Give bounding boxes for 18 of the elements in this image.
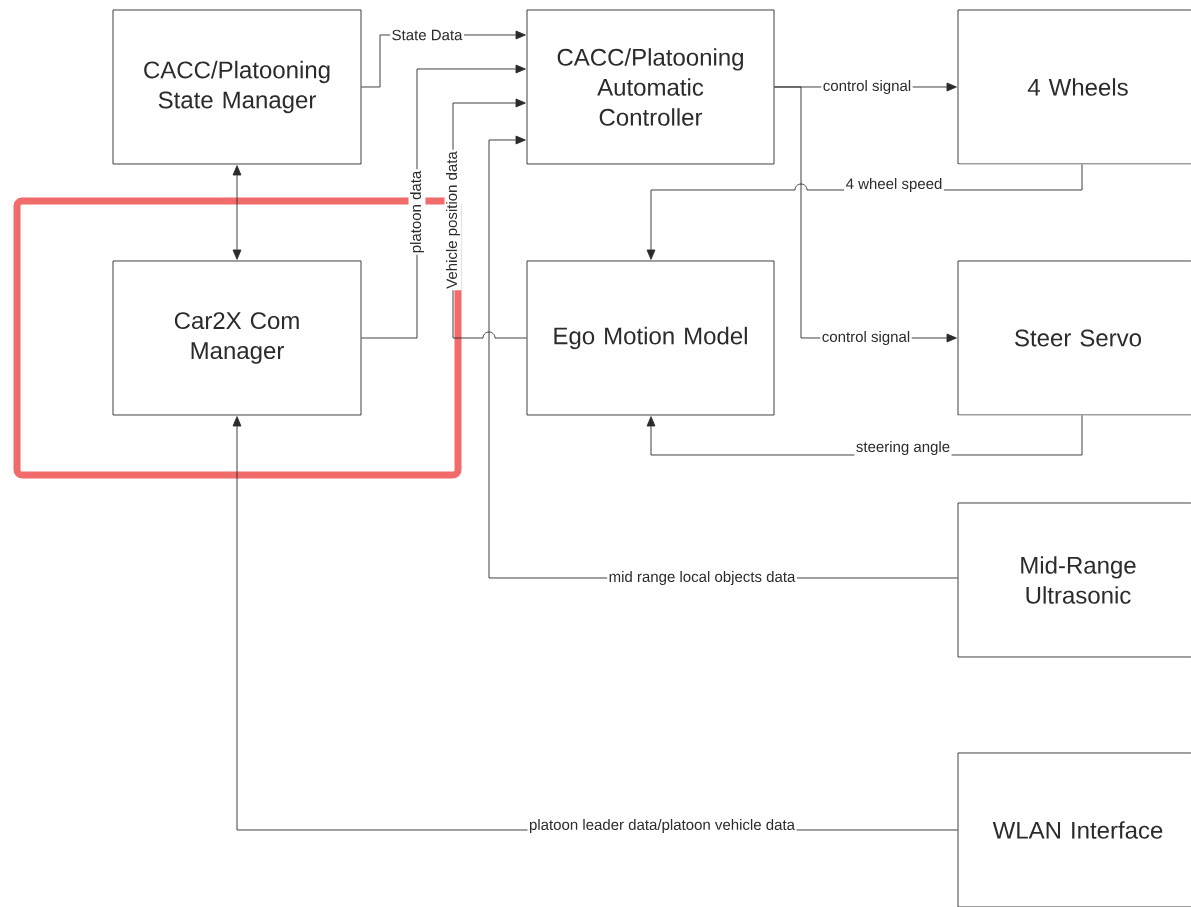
block-box: Ego Motion Model: [526, 260, 775, 416]
edge-label: Vehicle position data: [444, 149, 462, 291]
block-box: Mid-Range Ultrasonic: [957, 502, 1191, 658]
block-box: WLAN Interface: [957, 752, 1191, 907]
edge-label: State Data: [390, 28, 464, 42]
edge-label: steering angle: [854, 439, 952, 457]
arrow: [232, 165, 242, 260]
edge-label: control signal: [821, 78, 913, 96]
block-box: Car2X Com Manager: [112, 260, 362, 416]
edge-label: 4 wheel speed: [844, 176, 944, 194]
block-box: Steer Servo: [957, 260, 1191, 416]
block-box: CACC/Platooning State Manager: [112, 9, 362, 165]
edge-label: mid range local objects data: [607, 569, 797, 587]
edge-label: control signal: [820, 329, 912, 347]
block-box: CACC/Platooning Automatic Controller: [526, 9, 775, 165]
edge-label: platoon data: [408, 169, 426, 255]
block-box: 4 Wheels: [957, 9, 1191, 165]
edge-label: platoon leader data/platoon vehicle data: [527, 817, 797, 835]
